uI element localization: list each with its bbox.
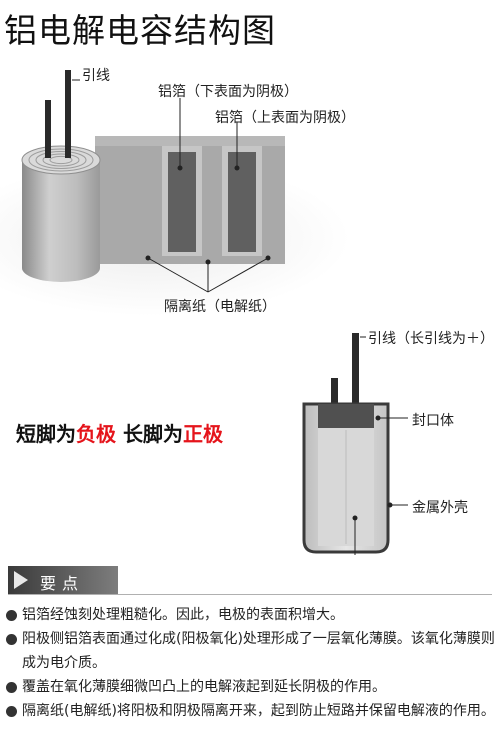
roll-callout-lines xyxy=(72,79,269,293)
short-leg-text: 短脚为 xyxy=(16,422,76,446)
case-label: 金属外壳 xyxy=(412,500,468,516)
play-arrow-icon xyxy=(14,571,28,589)
foil-strip-top-edge xyxy=(95,136,285,146)
foil-top-cathode xyxy=(228,152,256,252)
roll-lead-long xyxy=(65,70,71,158)
positive-text: 正极 xyxy=(182,422,223,446)
cap-callout-dots xyxy=(352,415,393,521)
cap-callout-lines xyxy=(354,336,408,555)
page-title: 铝电解电容结构图 xyxy=(4,11,276,50)
foil-bottom-label: 铝箔（下表面为阴极） xyxy=(158,84,298,100)
bullet-icon xyxy=(6,610,17,621)
cap-seal xyxy=(318,404,374,428)
bullet-icon xyxy=(6,634,17,645)
roll-lead-short xyxy=(45,100,51,158)
key-points-tab: 要点 xyxy=(8,566,118,594)
seal-label: 封口体 xyxy=(412,413,454,429)
cap-lead-label: 引线（长引线为＋） xyxy=(368,331,494,347)
long-leg-text: 长脚为 xyxy=(116,422,183,446)
separator-label: 隔离纸（电解纸） xyxy=(164,299,276,315)
cap-lead-long xyxy=(352,333,359,428)
bullet-icon xyxy=(6,706,17,717)
foil-top-label: 铝箔（上表面为阴极） xyxy=(215,110,355,126)
list-item: 铝箔经蚀刻处理粗糙化。因此，电极的表面积增大。 xyxy=(6,603,496,627)
roll-callout-dots xyxy=(145,165,271,265)
key-points-list: 铝箔经蚀刻处理粗糙化。因此，电极的表面积增大。 阳极侧铝箔表面通过化成(阳极氧化… xyxy=(6,603,496,723)
roll-top xyxy=(21,145,101,175)
list-item: 覆盖在氧化薄膜细微凹凸上的电解液起到延长阴极的作用。 xyxy=(6,675,496,699)
key-points-heading: 要点 xyxy=(40,574,85,593)
roll-winding-rings xyxy=(28,148,94,172)
key-points-divider xyxy=(8,594,492,595)
bullet-icon xyxy=(6,682,17,693)
roll-cylinder xyxy=(22,160,100,282)
roll-lead-label: 引线 xyxy=(82,68,110,84)
list-item: 阳极侧铝箔表面通过化成(阳极氧化)处理形成了一层氧化薄膜。该氧化薄膜则成为电介质… xyxy=(6,627,496,675)
negative-text: 负极 xyxy=(76,422,116,446)
polarity-note: 短脚为负极 长脚为正极 xyxy=(16,418,223,447)
list-item: 隔离纸(电解纸)将阳极和阴极隔离开来，起到防止短路并保留电解液的作用。 xyxy=(6,699,496,723)
